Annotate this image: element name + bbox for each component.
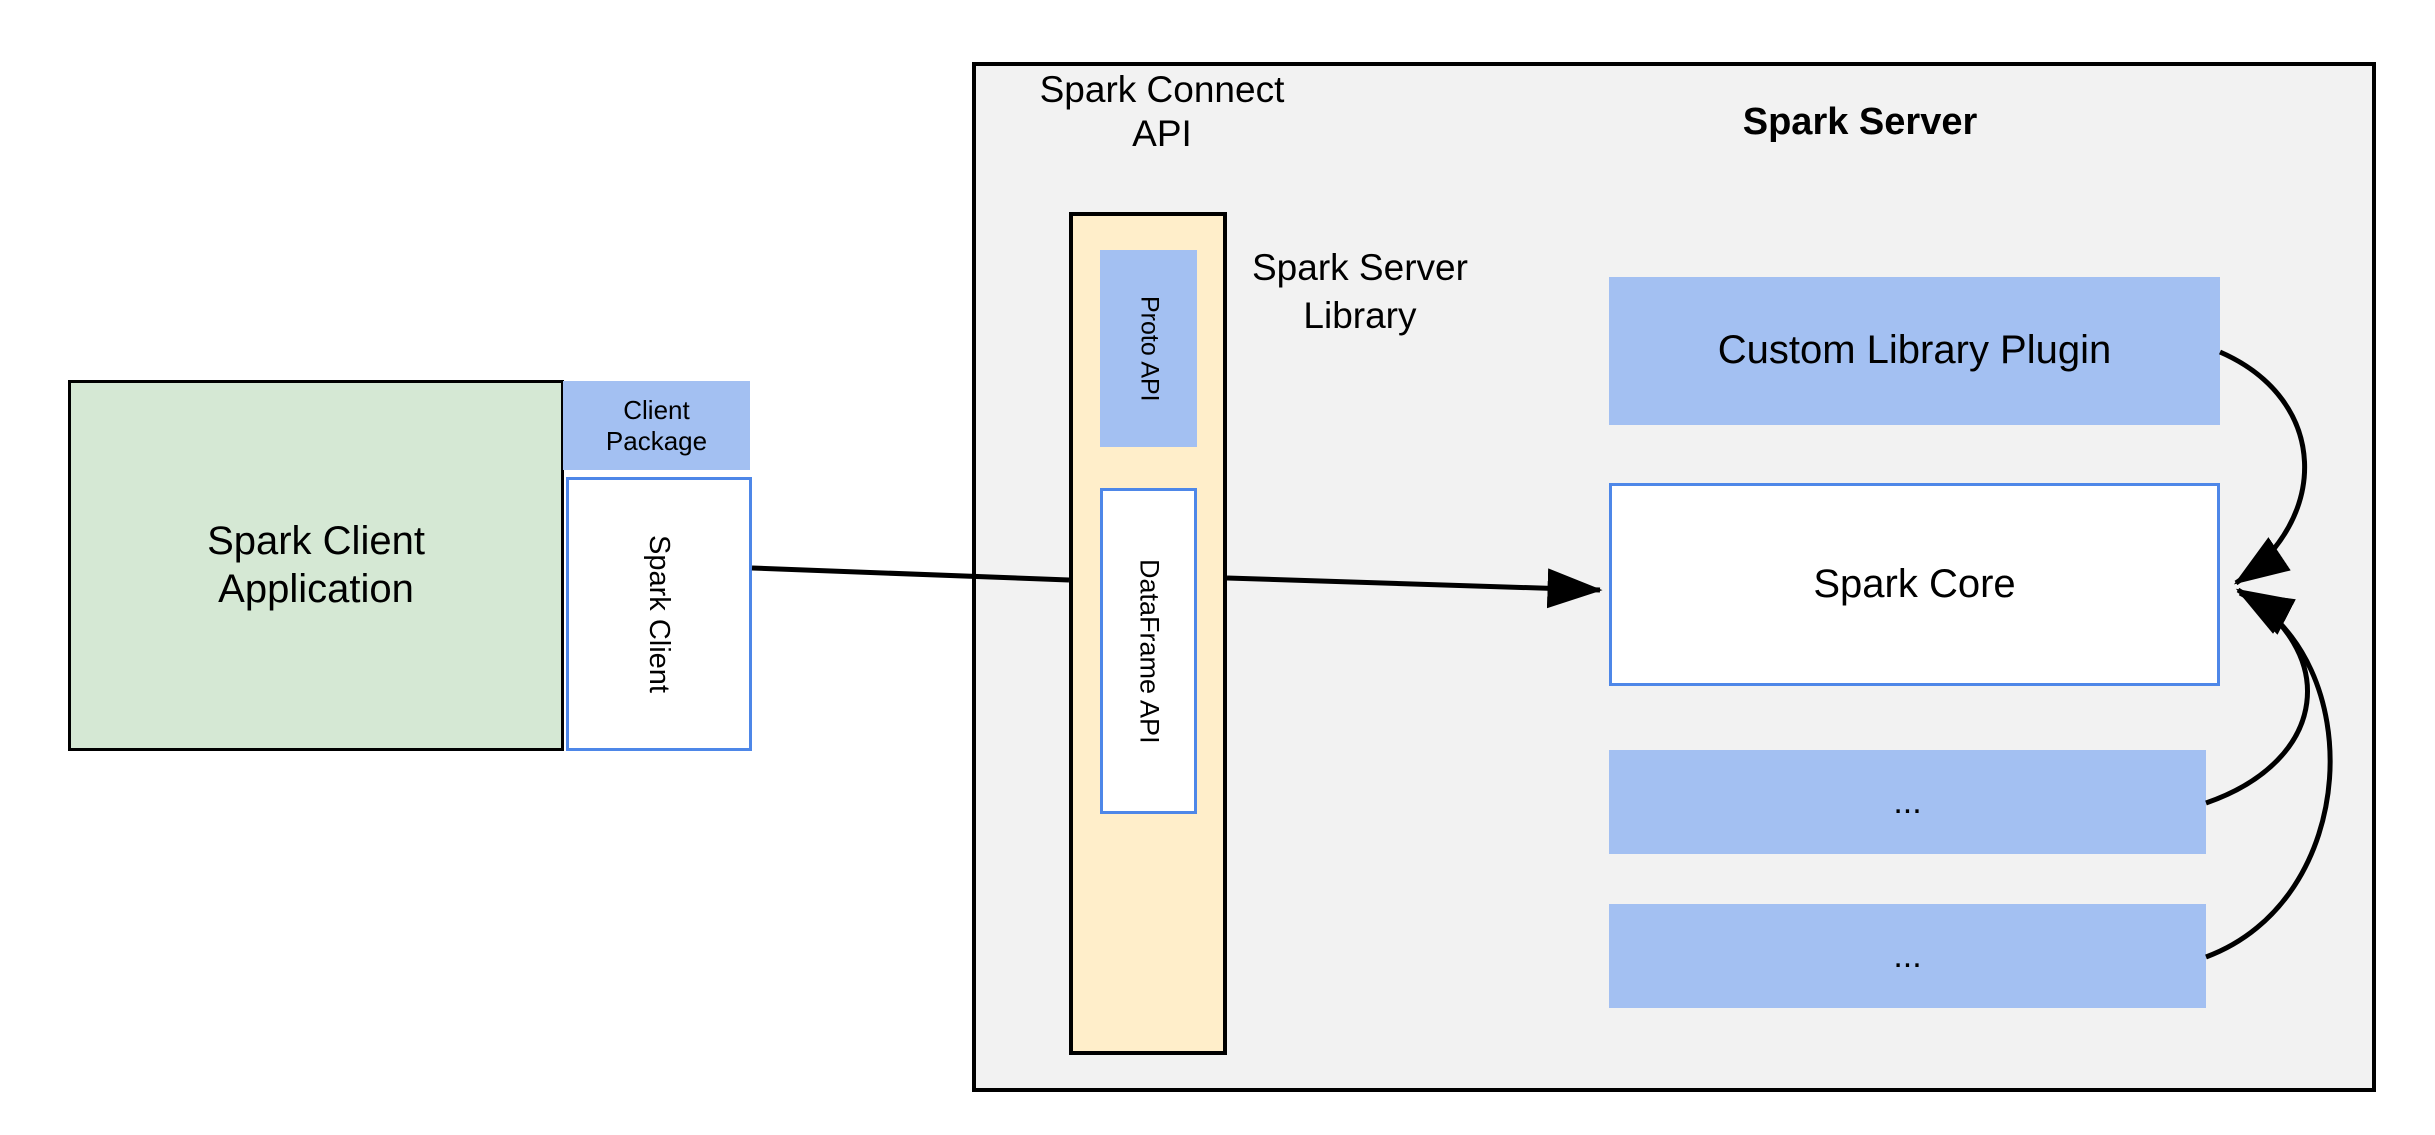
spark-connect-api-title: Spark Connect API (1039, 69, 1285, 154)
spark-server-title: Spark Server (1742, 100, 1978, 143)
ellipsis-row-2-box[interactable]: ... (1609, 904, 2206, 1008)
client-package-label: Client Package (605, 394, 708, 456)
spark-client-label: Spark Client (643, 535, 676, 693)
client-package-box[interactable]: Client Package (563, 381, 750, 470)
proto-api-label: Proto API (1135, 295, 1164, 402)
spark-client-box[interactable]: Spark Client (566, 477, 752, 751)
proto-api-box[interactable]: Proto API (1100, 250, 1197, 447)
dataframe-api-box[interactable]: DataFrame API (1100, 488, 1197, 814)
ellipsis-row-1-box[interactable]: ... (1609, 750, 2206, 854)
spark-core-box[interactable]: Spark Core (1609, 483, 2220, 686)
ellipsis-row-2-label: ... (1893, 936, 1922, 975)
spark-client-application-label: Spark Client Application (207, 519, 425, 611)
custom-library-plugin-label: Custom Library Plugin (1717, 328, 2112, 373)
spark-server-library-title: Spark Server Library (1252, 247, 1468, 337)
spark-client-application-box[interactable]: Spark Client Application (68, 380, 564, 751)
ellipsis-row-1-label: ... (1893, 782, 1922, 821)
custom-library-plugin-box[interactable]: Custom Library Plugin (1609, 277, 2220, 425)
dataframe-api-label: DataFrame API (1134, 558, 1165, 744)
spark-core-label: Spark Core (1813, 561, 2016, 606)
